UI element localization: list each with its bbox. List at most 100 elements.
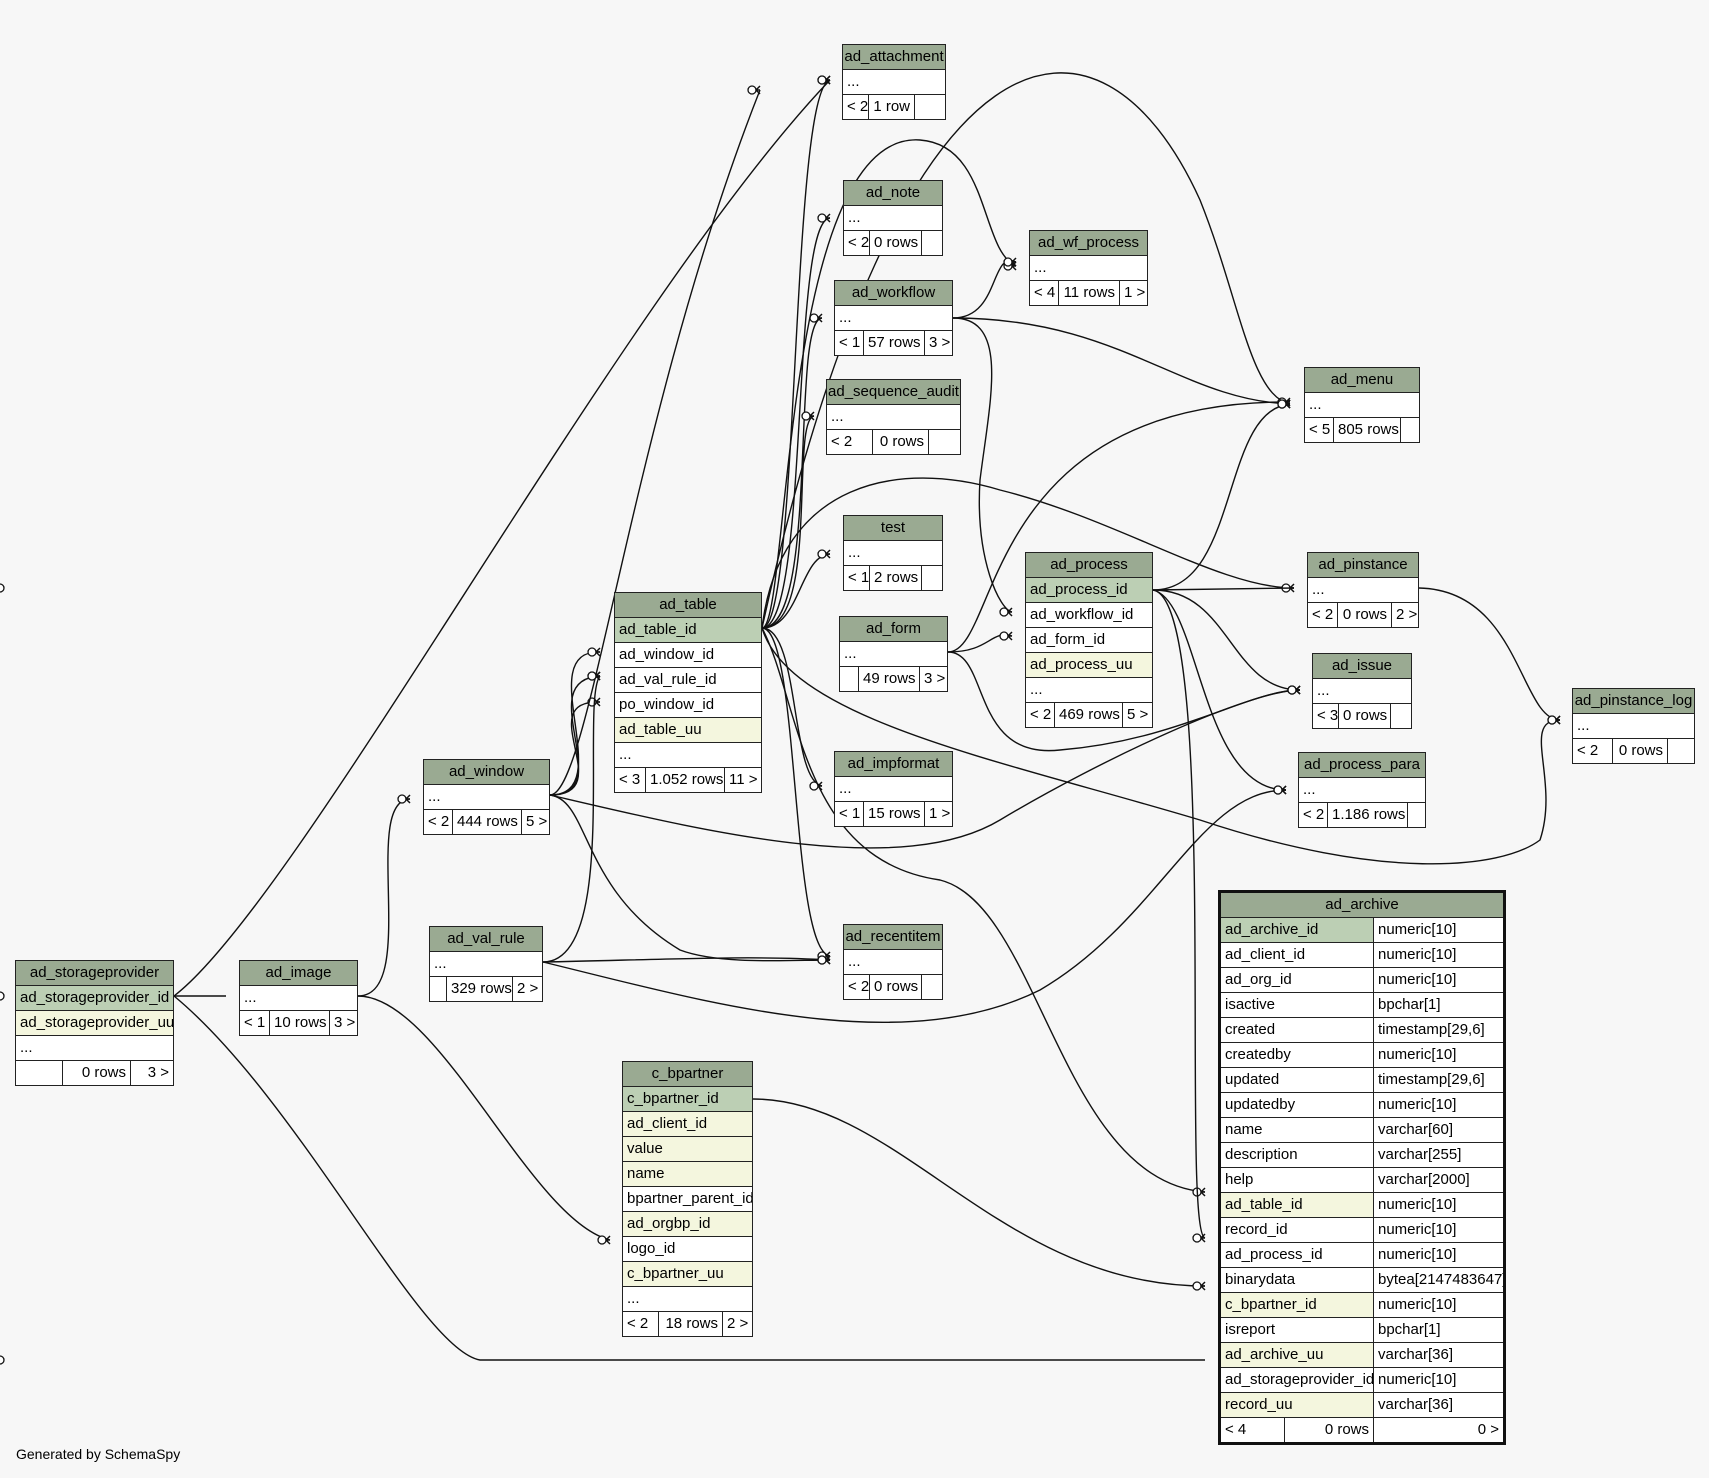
column-row: ... — [615, 743, 761, 768]
column-row: ad_table_uu — [615, 718, 761, 743]
footer-children[interactable]: < 3 — [615, 768, 646, 792]
column-row: ad_workflow_id — [1026, 603, 1152, 628]
footer-parents[interactable] — [922, 566, 942, 590]
footer-children[interactable]: < 2 — [623, 1312, 659, 1336]
footer-row-count: 10 rows — [270, 1011, 330, 1035]
footer-parents[interactable]: 2 > — [727, 1315, 749, 1332]
column-name: po_window_id — [619, 696, 715, 713]
footer-children[interactable]: < 2 — [1573, 739, 1613, 763]
footer-parents[interactable]: 1 > — [929, 805, 951, 822]
column-row: ... — [1030, 256, 1147, 281]
column-name: c_bpartner_id — [623, 1087, 752, 1111]
column-name: c_bpartner_id — [1221, 1293, 1374, 1317]
footer-children[interactable]: < 1 — [835, 331, 864, 355]
crowfoot-marker — [1281, 785, 1287, 795]
footer-children[interactable]: < 2 — [1026, 703, 1055, 727]
column-row: ... — [835, 306, 952, 331]
footer-children[interactable]: < 4 — [1221, 1418, 1285, 1442]
relationship-edge — [1152, 403, 1291, 591]
footer-parents[interactable]: 3 > — [929, 334, 951, 351]
footer-children[interactable]: < 4 — [1030, 281, 1059, 305]
footer-parents[interactable] — [1408, 803, 1425, 827]
footer-children[interactable]: < 2 — [844, 231, 870, 255]
footer-row-count: 469 rows — [1055, 703, 1123, 727]
footer-row-count: 15 rows — [864, 802, 925, 826]
zero-or-many-marker — [1277, 399, 1287, 409]
footer-children[interactable]: < 3 — [1313, 704, 1339, 728]
footer-parents[interactable]: 2 > — [517, 980, 539, 997]
footer-parents[interactable]: 0 > — [1477, 1421, 1499, 1438]
column-name: ad_process_id — [1026, 578, 1152, 602]
footer-parents[interactable] — [1401, 418, 1419, 442]
footer-children[interactable]: < 2 — [424, 810, 453, 834]
footer-parents[interactable]: 5 > — [1127, 706, 1149, 723]
column-name: ad_storageprovider_uu — [16, 1011, 173, 1035]
footer-children[interactable]: < 5 — [1305, 418, 1334, 442]
zero-or-many-marker — [1192, 1281, 1202, 1291]
footer-children[interactable] — [16, 1061, 63, 1085]
footer-parents[interactable]: 5 > — [526, 813, 548, 830]
footer-parents[interactable]: 1 > — [1124, 284, 1146, 301]
footer-children[interactable]: < 2 — [827, 430, 873, 454]
footer-children[interactable] — [840, 667, 859, 691]
footer-parents[interactable] — [1668, 739, 1694, 763]
crowfoot-marker — [595, 647, 601, 657]
column-name: name — [1221, 1118, 1374, 1142]
table-title: ad_image — [240, 961, 357, 986]
footer-children[interactable]: < 2 — [844, 975, 870, 999]
column-name: ad_table_id — [615, 618, 761, 642]
column-row: name — [623, 1162, 752, 1187]
footer-children[interactable] — [430, 977, 447, 1001]
footer-parents[interactable]: 2 > — [1396, 606, 1418, 623]
footer-parents[interactable] — [929, 430, 960, 454]
column-row: bpartner_parent_id — [623, 1187, 752, 1212]
footer-parents[interactable] — [922, 231, 942, 255]
footer-children[interactable]: < 2 — [843, 95, 869, 119]
footer-parents[interactable]: 3 > — [924, 670, 946, 687]
column-type: numeric[10] — [1378, 971, 1457, 988]
footer-parents[interactable] — [915, 95, 945, 119]
footer-children[interactable]: < 2 — [1299, 803, 1328, 827]
footer-parents[interactable]: 11 > — [729, 771, 758, 788]
footer-children[interactable]: < 1 — [844, 566, 870, 590]
generated-by-label: Generated by SchemaSpy — [16, 1446, 181, 1462]
footer-children[interactable]: < 1 — [835, 802, 864, 826]
footer-parents[interactable]: 3 > — [147, 1064, 169, 1081]
column-row: ... — [843, 70, 945, 95]
column-type: bpchar[1] — [1378, 996, 1441, 1013]
column-type: bpchar[1] — [1378, 1321, 1441, 1338]
footer-parents[interactable] — [922, 975, 942, 999]
table-title: ad_menu — [1305, 368, 1419, 393]
footer-children[interactable]: < 2 — [1308, 603, 1338, 627]
footer-parents[interactable]: 3 > — [334, 1014, 356, 1031]
footer-children[interactable]: < 1 — [240, 1011, 270, 1035]
column-name: ad_client_id — [623, 1112, 752, 1136]
footer-parents[interactable] — [1391, 704, 1411, 728]
